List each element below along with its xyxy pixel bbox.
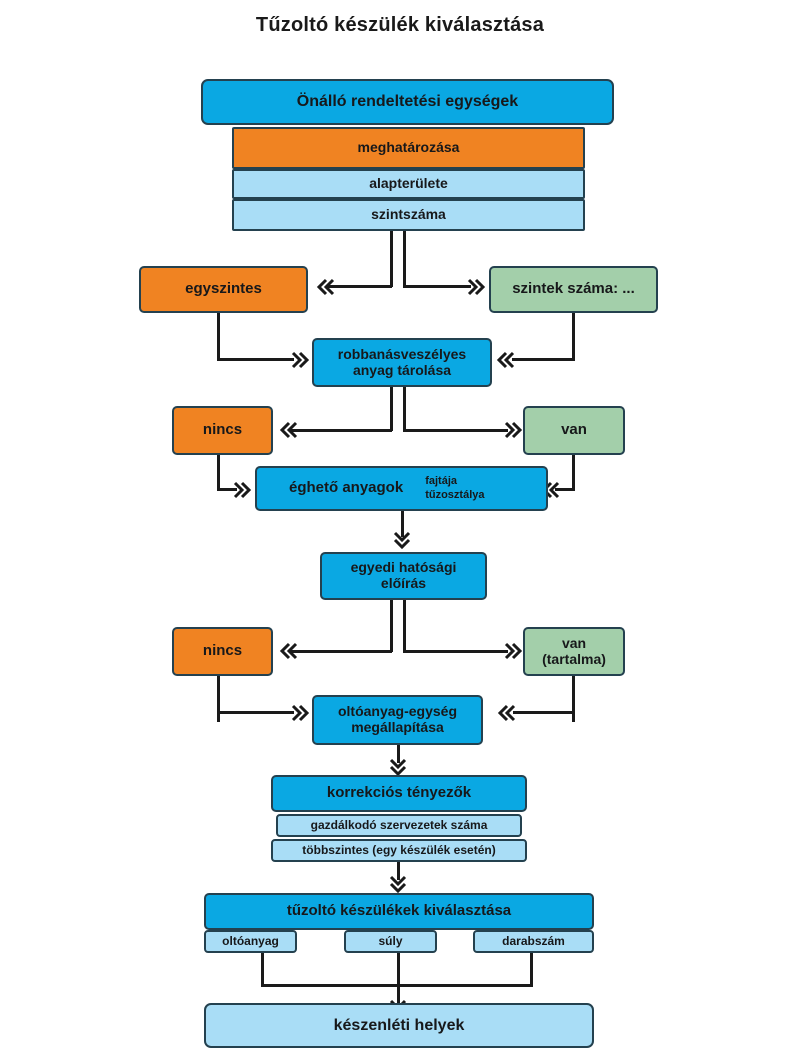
connector-explosive-no-down	[217, 455, 220, 491]
node-selection-header[interactable]: tűzoltó készülékek kiválasztása	[204, 893, 594, 930]
connector-unit-stem-right	[403, 231, 406, 287]
node-multi-level-label: szintek száma: ...	[512, 280, 635, 298]
connector-selection-agent-down	[261, 953, 264, 987]
connector-authority-to-no	[290, 650, 392, 653]
connector-authority-to-yes	[403, 650, 508, 653]
connector-authority-no-down	[217, 676, 220, 722]
node-selection-header-label: tűzoltó készülékek kiválasztása	[286, 902, 512, 920]
arrowhead-to-multi-icon	[467, 278, 486, 296]
connector-explosive-no-right	[217, 488, 237, 491]
connector-single-right	[217, 358, 294, 361]
arrowhead-no-to-extinguish-icon	[291, 704, 310, 722]
node-unit-levelcount-label: szintszáma	[371, 206, 446, 223]
arrowhead-no-to-combustibles-icon	[233, 481, 252, 499]
node-authority-no[interactable]: nincs	[172, 627, 273, 676]
connector-explosive-yes-left	[555, 488, 575, 491]
connector-extinguish-down	[397, 745, 400, 763]
arrowhead-extinguish-to-correction-icon	[389, 758, 407, 777]
connector-authority-no-right	[217, 711, 294, 714]
connector-authority-yes-left	[513, 711, 575, 714]
arrowhead-yes-to-extinguish-icon	[497, 704, 516, 722]
connector-explosive-yes-down	[572, 455, 575, 491]
node-authority-yes-line2: (tartalma)	[542, 650, 606, 667]
connector-explosive-to-yes	[403, 429, 508, 432]
node-combustibles-sub2-label: tűzosztálya	[425, 488, 485, 501]
node-combustibles-sub-group: fajtája tűzosztálya	[425, 475, 484, 503]
connector-multi-down	[572, 313, 575, 361]
connector-selection-count-down	[530, 953, 533, 987]
node-final-locations-label: készenléti helyek	[333, 1016, 465, 1034]
connector-authority-stem-right	[403, 600, 406, 652]
node-unit-levelcount[interactable]: szintszáma	[232, 199, 585, 231]
node-correction-row-1[interactable]: gazdálkodó szervezetek száma	[276, 814, 522, 837]
connector-selection-merge-bar	[261, 984, 533, 987]
node-unit-floorarea[interactable]: alapterülete	[232, 169, 585, 199]
arrowhead-combustibles-to-authority-icon	[393, 531, 411, 550]
node-selection-weight[interactable]: súly	[344, 930, 437, 953]
connector-combustibles-down	[401, 511, 404, 537]
node-unit-definition-label: meghatározása	[357, 139, 460, 156]
connector-authority-stem-left	[390, 600, 393, 652]
node-explosive-storage[interactable]: robbanásveszélyes anyag tárolása	[312, 338, 492, 387]
node-explosive-no-label: nincs	[202, 421, 243, 439]
node-explosive-storage-line2: anyag tárolása	[352, 361, 452, 378]
connector-unit-stem-left	[390, 231, 393, 287]
node-combustibles[interactable]: éghető anyagok fajtája tűzosztálya	[255, 466, 548, 511]
connector-correction-down	[397, 862, 400, 880]
node-selection-count-label: darabszám	[502, 933, 565, 948]
node-extinguish-unit-line1: oltóanyag-egység	[337, 703, 458, 720]
node-single-level-label: egyszintes	[185, 280, 262, 298]
node-correction-header-label: korrekciós tényezők	[326, 784, 472, 802]
node-explosive-yes[interactable]: van	[523, 406, 625, 455]
arrowhead-single-to-explosive-icon	[291, 351, 310, 369]
node-unit-definition[interactable]: meghatározása	[232, 127, 585, 169]
connector-explosive-stem-right	[403, 387, 406, 431]
node-authority-yes-line1: van	[561, 634, 587, 651]
node-combustibles-sub1-label: fajtája	[425, 474, 457, 487]
node-combustibles-main-label: éghető anyagok	[289, 479, 404, 497]
node-explosive-no[interactable]: nincs	[172, 406, 273, 455]
node-unit-floorarea-label: alapterülete	[369, 175, 448, 192]
connector-explosive-to-no	[290, 429, 392, 432]
node-explosive-storage-line1: robbanásveszélyes	[337, 345, 467, 362]
arrowhead-authority-to-no-icon	[279, 642, 298, 660]
arrowhead-multi-to-explosive-icon	[496, 351, 515, 369]
node-final-locations[interactable]: készenléti helyek	[204, 1003, 594, 1048]
node-single-level[interactable]: egyszintes	[139, 266, 308, 313]
node-correction-row-2-label: többszintes (egy készülék esetén)	[302, 842, 496, 857]
page-title: Tűzoltó készülék kiválasztása	[255, 14, 545, 36]
connector-explosive-stem-left	[390, 387, 393, 431]
node-correction-row-2[interactable]: többszintes (egy készülék esetén)	[271, 839, 527, 862]
node-selection-agent[interactable]: oltóanyag	[204, 930, 297, 953]
node-explosive-yes-label: van	[561, 421, 587, 439]
connector-authority-yes-down	[572, 676, 575, 722]
node-multi-level[interactable]: szintek száma: ...	[489, 266, 658, 313]
node-correction-header[interactable]: korrekciós tényezők	[271, 775, 527, 812]
arrowhead-to-single-icon	[316, 278, 335, 296]
node-correction-row-1-label: gazdálkodó szervezetek száma	[310, 817, 488, 832]
node-unit-header-label: Önálló rendeltetési egységek	[296, 93, 519, 111]
node-authority-no-label: nincs	[202, 642, 243, 660]
node-authority-requirement[interactable]: egyedi hatósági előírás	[320, 552, 487, 600]
arrowhead-explosive-to-no-icon	[279, 421, 298, 439]
node-authority-yes[interactable]: van (tartalma)	[523, 627, 625, 676]
node-unit-header[interactable]: Önálló rendeltetési egységek	[201, 79, 614, 125]
node-extinguish-unit[interactable]: oltóanyag-egység megállapítása	[312, 695, 483, 745]
connector-single-down	[217, 313, 220, 361]
node-selection-weight-label: súly	[378, 933, 403, 948]
connector-selection-weight-down	[397, 953, 400, 1005]
node-authority-line1: egyedi hatósági	[350, 559, 457, 576]
arrowhead-explosive-to-yes-icon	[504, 421, 523, 439]
connector-unit-to-single	[326, 285, 392, 288]
node-extinguish-unit-line2: megállapítása	[351, 719, 444, 735]
connector-multi-left	[512, 358, 575, 361]
arrowhead-correction-to-selection-icon	[389, 875, 407, 894]
arrowhead-authority-to-yes-icon	[504, 642, 523, 660]
node-selection-agent-label: oltóanyag	[222, 933, 279, 948]
node-authority-line2: előírás	[380, 575, 427, 591]
connector-unit-to-multi	[403, 285, 471, 288]
node-selection-count[interactable]: darabszám	[473, 930, 594, 953]
